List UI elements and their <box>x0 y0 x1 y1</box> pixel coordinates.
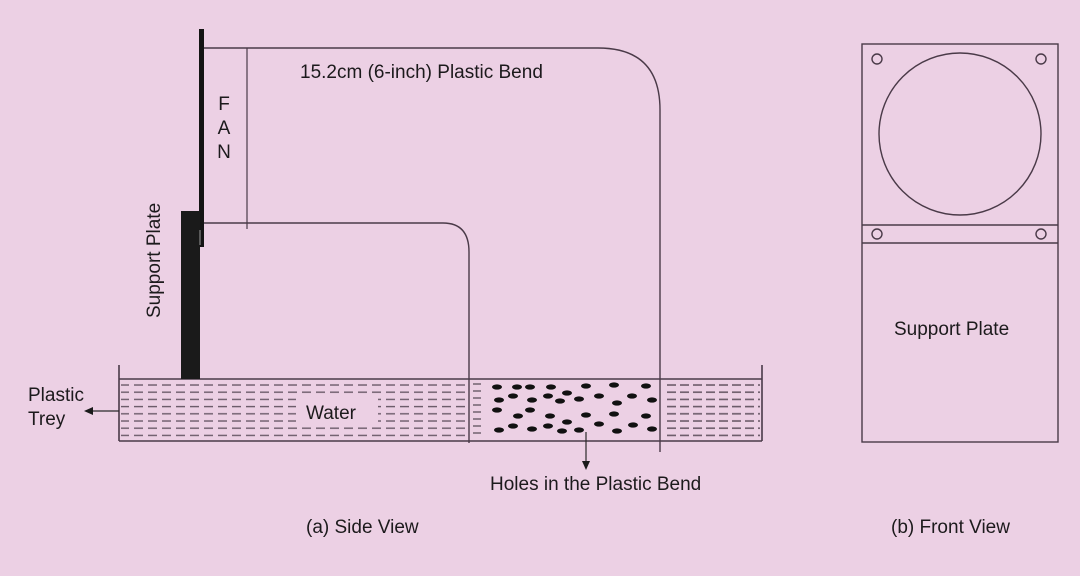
water-fill-left <box>121 382 469 438</box>
front-view <box>861 43 1059 443</box>
holes-arrow-icon <box>582 432 590 470</box>
water-fill-edge <box>473 383 481 434</box>
fan-circle <box>878 52 1042 216</box>
tray-arrow-icon <box>84 407 119 415</box>
mounting-hole-tr <box>1035 53 1047 65</box>
water-label-bg <box>296 398 378 426</box>
tray-label-line2: Trey <box>28 409 66 430</box>
support-plate-side <box>181 211 200 379</box>
support-plate-front-label: Support Plate <box>894 319 1010 340</box>
inner-plastic-bend <box>203 222 470 443</box>
front-view-caption: (b) Front View <box>891 517 1010 538</box>
mounting-hole-tl <box>871 53 883 65</box>
bend-label: 15.2cm (6-inch) Plastic Bend <box>300 62 543 83</box>
fan-plate <box>199 29 204 247</box>
fan-letter-n: N <box>217 142 231 163</box>
fan-letter-f: F <box>218 94 230 115</box>
side-view-caption: (a) Side View <box>306 517 419 538</box>
support-plate-side-label: Support Plate <box>144 202 165 318</box>
mounting-hole-br <box>1035 228 1047 240</box>
mounting-hole-bl <box>871 228 883 240</box>
water-label: Water <box>306 403 356 424</box>
holes-label: Holes in the Plastic Bend <box>490 474 702 495</box>
outer-plastic-bend <box>203 47 661 452</box>
plastic-tray <box>118 365 763 442</box>
side-view <box>84 29 763 470</box>
bend-holes <box>492 382 657 434</box>
water-fill-right <box>664 382 760 438</box>
tray-label-line1: Plastic <box>28 385 84 406</box>
fan-letter-a: A <box>217 118 231 139</box>
